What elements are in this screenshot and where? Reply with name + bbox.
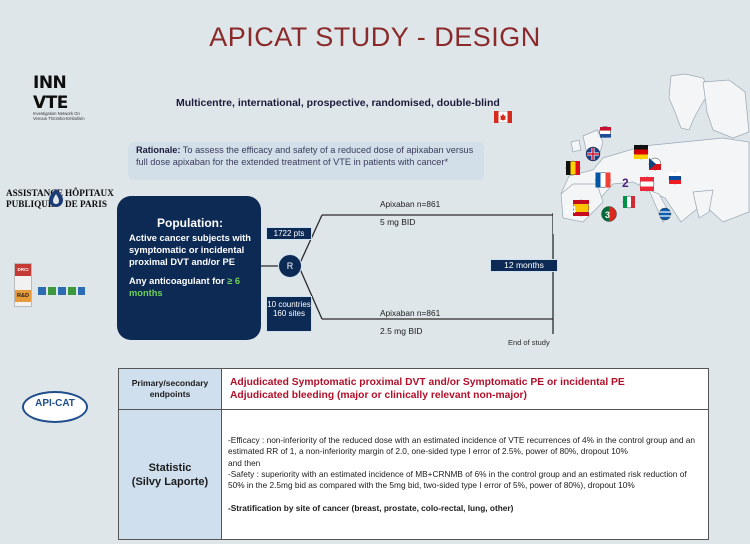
duration-badge: 12 months [490, 259, 558, 272]
anticoagulant-duration: ≥ 6 months [129, 276, 240, 298]
flag-greece-icon [658, 207, 672, 221]
innvte-logo-subtitle: Investigation Network On Venous Thrombo-… [33, 111, 85, 121]
rationale-label: Rationale: [136, 145, 181, 155]
flag-belgium-icon [565, 160, 581, 176]
flag-netherlands-icon [599, 126, 611, 138]
statistic-author: (Silvy Laporte) [131, 475, 209, 488]
anticoagulant-prefix: Any anticoagulant for [129, 276, 228, 286]
map-east [702, 79, 750, 139]
map-badge-3: 3 [605, 210, 610, 220]
population-title: Population: [157, 216, 223, 230]
statistic-and-then: and then [228, 457, 261, 468]
study-design-table: Primary/secondary endpoints Adjudicated … [118, 368, 709, 540]
aphp-left-line-1: ASSISTANCE [6, 188, 64, 198]
flag-germany-icon [633, 144, 649, 160]
statistic-title: Statistic [148, 461, 192, 474]
aphp-right-line-1: HÔPITAUX [65, 188, 114, 198]
map-badge-14: 14 [565, 205, 577, 216]
flag-czech-icon [648, 157, 662, 171]
countries-count: 10 countries [267, 300, 311, 309]
apicat-logo: API-CAT [22, 391, 88, 423]
flag-portugal-icon [601, 206, 617, 222]
flag-italy-icon [622, 195, 636, 209]
lower-branch-diagonal [299, 268, 323, 320]
map-badge-2: 2 [622, 176, 629, 190]
statistic-efficacy: -Efficacy : non-inferiority of the reduc… [228, 435, 696, 457]
rationale-text: To assess the efficacy and safety of a r… [136, 145, 474, 167]
map-greece [692, 189, 714, 219]
patients-count-badge: 1722 pts [266, 227, 312, 240]
aphp-left-line-2: PUBLIQUE [6, 198, 54, 209]
population-description: Active cancer subjects with symptomatic … [129, 233, 251, 267]
flag-france-icon [595, 172, 611, 188]
drci-logo: DRCI R&D [14, 263, 90, 309]
flag-canada-icon [494, 111, 512, 123]
rd-label: R&D [15, 290, 31, 302]
endpoint-secondary: Adjudicated bleeding (major or clinicall… [230, 390, 527, 401]
endpoint-primary: Adjudicated Symptomatic proximal DVT and… [230, 377, 625, 388]
flag-slovakia-icon [668, 171, 682, 185]
endpoints-value: Adjudicated Symptomatic proximal DVT and… [221, 368, 709, 410]
end-of-study-label: End of study [508, 338, 550, 347]
sites-count: 160 sites [272, 309, 306, 318]
population-anticoagulant: Any anticoagulant for ≥ 6 months [129, 275, 251, 299]
population-box: Population: Active cancer subjects with … [117, 196, 261, 340]
innvte-logo: INN VTE Investigation Network On Venous … [33, 73, 93, 121]
page-title: APICAT STUDY - DESIGN [209, 22, 541, 52]
statistic-label: Statistic (Silvy Laporte) [118, 409, 222, 540]
apicat-logo-word: API-CAT [35, 398, 75, 409]
arm-2-dose: 2.5 mg BID [380, 326, 423, 336]
flag-uk-icon [585, 146, 601, 162]
rationale-box: Rationale: To assess the efficacy and sa… [128, 142, 484, 180]
statistic-stratification: -Stratification by site of cancer (breas… [228, 502, 514, 513]
arm-1-name: Apixaban n=861 [380, 199, 441, 209]
endpoints-label: Primary/secondary endpoints [118, 368, 222, 410]
map-ireland [570, 139, 582, 153]
table-row: Statistic (Silvy Laporte) -Efficacy : no… [118, 409, 709, 540]
innvte-logo-word: INN VTE [33, 73, 68, 113]
table-row: Primary/secondary endpoints Adjudicated … [118, 368, 709, 410]
flag-spain-icon [572, 199, 590, 217]
study-design-text: Multicentre, international, prospective,… [176, 97, 500, 109]
participating-countries-map: 2 14 3 [553, 72, 750, 234]
randomization-node: R [278, 254, 302, 278]
countries-sites-badge: 10 countries 160 sites [266, 296, 312, 332]
flag-austria-icon [639, 176, 655, 192]
statistic-safety: -Safety : superiority with an estimated … [228, 469, 687, 491]
drci-label: DRCI [15, 264, 31, 276]
map-scandinavia [668, 73, 712, 131]
arm-1-dose: 5 mg BID [380, 217, 416, 227]
aphp-emblem-icon [49, 189, 63, 207]
partner-badge-icon [38, 287, 85, 295]
statistic-spacer [228, 492, 702, 503]
aphp-right-line-2: DE PARIS [65, 198, 107, 209]
arm-2-name: Apixaban n=861 [380, 308, 441, 318]
statistic-value: -Efficacy : non-inferiority of the reduc… [221, 409, 709, 540]
